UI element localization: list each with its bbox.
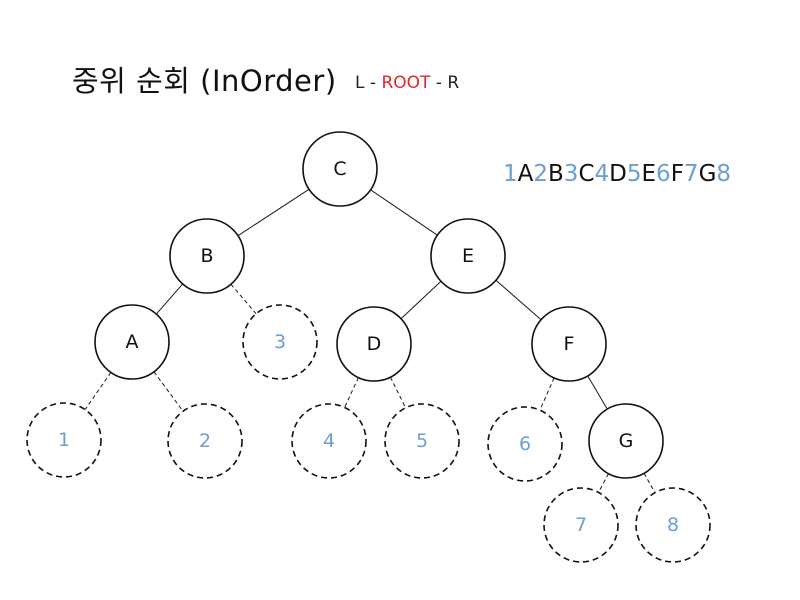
order-rule-root: ROOT (381, 73, 431, 93)
tree-node-f-circle (531, 306, 607, 382)
tree-slot-4-label: 4 (323, 430, 335, 452)
tree-slot-2: 2 (167, 403, 243, 479)
tree-node-e-circle (430, 218, 506, 294)
edge-b-to-a (155, 283, 184, 315)
edge-g-to-7 (598, 473, 609, 493)
edge-f-to-g (587, 375, 608, 410)
order-rule-sep-2: - (430, 73, 448, 93)
sequence-slot-8: 8 (716, 161, 732, 187)
edge-e-to-f (495, 279, 542, 321)
diagram-title: 중위 순회 (InOrder) (72, 64, 337, 98)
tree-slot-2-circle (167, 403, 243, 479)
tree-node-a: A (94, 304, 170, 380)
sequence-node-b: B (548, 161, 564, 187)
traversal-sequence: 1A2B3C4D5E6F7G8 (503, 161, 731, 187)
tree-slot-6-label: 6 (519, 433, 531, 455)
tree-node-d: D (336, 306, 412, 382)
sequence-node-d: D (609, 161, 627, 187)
tree-slot-7-circle (543, 487, 619, 563)
tree-node-c: C (302, 131, 378, 207)
tree-node-b: B (169, 218, 245, 294)
tree-node-b-circle (169, 218, 245, 294)
traversal-order-rule: L - ROOT - R (355, 73, 459, 93)
tree-slot-4-circle (291, 403, 367, 479)
sequence-slot-5: 5 (626, 161, 642, 187)
tree-node-a-label: A (126, 331, 139, 353)
tree-node-e-label: E (462, 245, 474, 267)
sequence-slot-1: 1 (503, 161, 518, 187)
tree-node-b-label: B (200, 245, 213, 267)
tree-slot-3-circle (242, 304, 318, 380)
tree-node-g-label: G (619, 430, 634, 452)
tree-slot-4: 4 (291, 403, 367, 479)
tree-slot-6-circle (487, 406, 563, 482)
edge-a-to-2 (153, 371, 184, 412)
tree-node-f-label: F (564, 333, 575, 355)
tree-node-d-circle (336, 306, 412, 382)
order-rule-left: L (355, 73, 365, 93)
tree-node-g: G (588, 403, 664, 479)
sequence-slot-2: 2 (533, 161, 549, 187)
order-rule-right: R (447, 73, 460, 93)
tree-slot-5-circle (384, 403, 460, 479)
tree-slot-8-label: 8 (667, 514, 679, 536)
sequence-slot-4: 4 (594, 161, 610, 187)
sequence-node-g: G (698, 161, 717, 187)
tree-node-d-label: D (367, 333, 382, 355)
sequence-node-c: C (578, 161, 595, 187)
sequence-node-f: F (670, 161, 684, 187)
tree-slot-5: 5 (384, 403, 460, 479)
tree-slot-1-label: 1 (58, 429, 70, 451)
sequence-slot-6: 6 (656, 161, 671, 187)
tree-slot-3-label: 3 (274, 331, 286, 353)
tree-slot-7-label: 7 (575, 514, 587, 536)
tree-edges (84, 188, 656, 493)
edge-c-to-b (237, 188, 310, 237)
edge-c-to-e (370, 189, 438, 236)
sequence-slot-3: 3 (563, 161, 579, 187)
tree-node-a-circle (94, 304, 170, 380)
tree-slot-2-label: 2 (199, 430, 211, 452)
tree-node-c-label: C (333, 158, 346, 180)
edge-d-to-4 (344, 377, 359, 408)
sequence-node-e: E (641, 161, 657, 187)
tree-slot-1: 1 (26, 402, 102, 478)
tree-slot-7: 7 (543, 487, 619, 563)
tree-slot-8: 8 (635, 487, 711, 563)
order-rule-sep-1: - (364, 73, 382, 93)
edge-d-to-5 (389, 376, 407, 409)
tree-slot-3: 3 (242, 304, 318, 380)
tree-node-f: F (531, 306, 607, 382)
tree-slot-6: 6 (487, 406, 563, 482)
tree-slot-5-label: 5 (416, 430, 428, 452)
tree-node-c-circle (302, 131, 378, 207)
sequence-node-a: A (517, 161, 534, 187)
edge-g-to-8 (643, 473, 656, 493)
tree-slot-8-circle (635, 487, 711, 563)
edge-a-to-1 (84, 372, 112, 410)
tree-slot-1-circle (26, 402, 102, 478)
edge-f-to-6 (539, 377, 555, 411)
edge-e-to-d (400, 280, 442, 320)
tree-node-g-circle (588, 403, 664, 479)
edge-b-to-3 (230, 283, 257, 315)
tree-node-e: E (430, 218, 506, 294)
sequence-slot-7: 7 (683, 161, 699, 187)
